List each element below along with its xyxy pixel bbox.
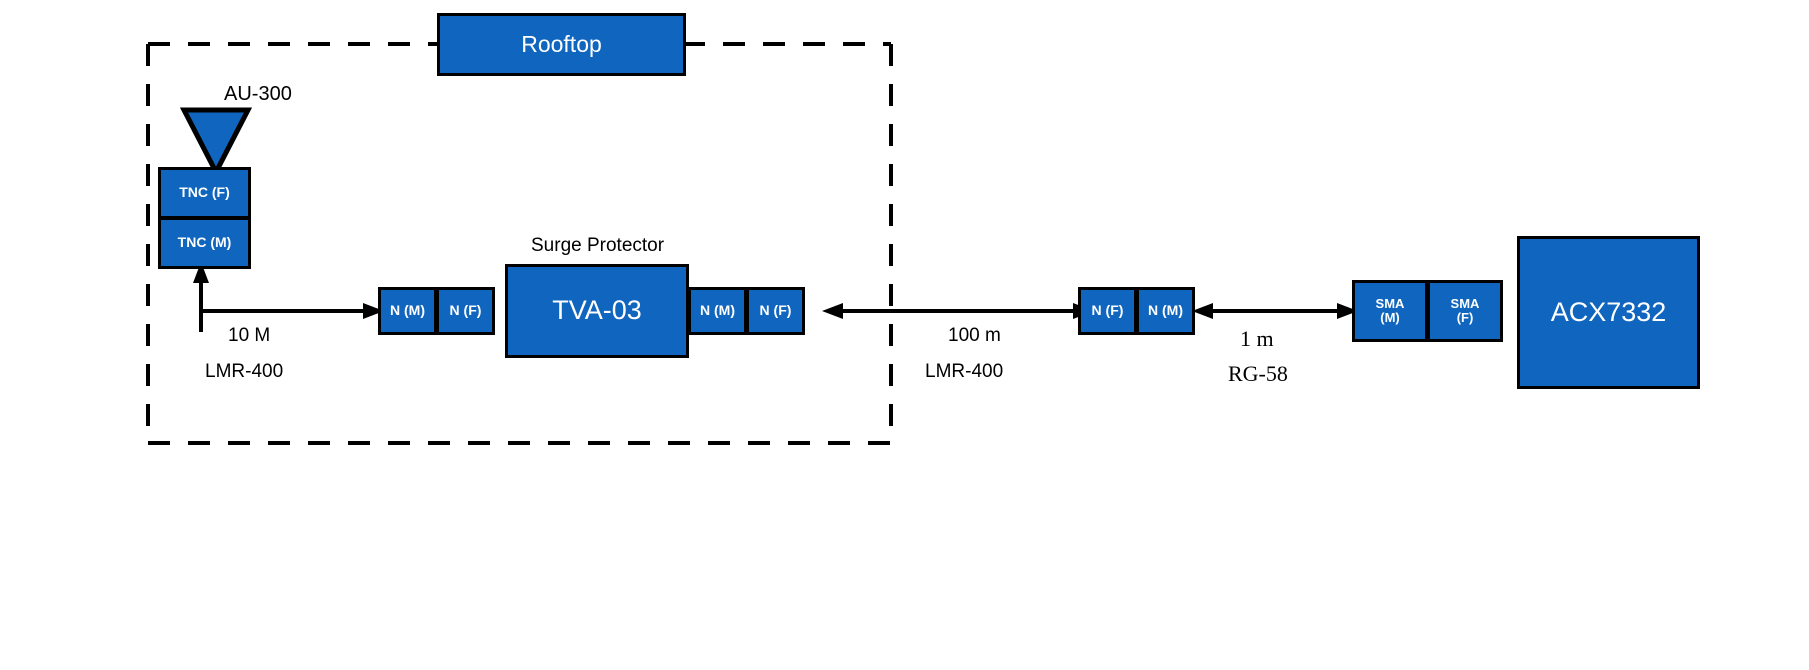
- cable-1m-type-label: RG-58: [1228, 361, 1288, 386]
- device-acx7332-label: ACX7332: [1550, 296, 1667, 327]
- connector-indoor-n-f-label: N (F): [1091, 302, 1124, 319]
- antenna-triangle-icon: [179, 107, 253, 178]
- connector-surge-right-n-m[interactable]: N (M): [688, 287, 747, 335]
- connector-sma-f[interactable]: SMA (F): [1427, 280, 1503, 342]
- connector-surge-left-n-f[interactable]: N (F): [436, 287, 495, 335]
- connector-surge-right-n-f-label: N (F): [759, 302, 792, 319]
- connector-sma-f-label-line2: (F): [1456, 310, 1474, 325]
- connector-sma-m[interactable]: SMA (M): [1352, 280, 1428, 342]
- connector-sma-m-label-line1: SMA: [1375, 295, 1405, 311]
- connector-surge-left-n-m-label: N (M): [390, 302, 425, 319]
- connector-indoor-n-f[interactable]: N (F): [1078, 287, 1137, 335]
- rooftop-box[interactable]: Rooftop: [437, 13, 686, 76]
- surge-protector-caption: Surge Protector: [531, 235, 665, 256]
- device-acx7332-box[interactable]: ACX7332: [1517, 236, 1700, 389]
- cable-1m-length-label: 1 m: [1240, 326, 1274, 351]
- cable-100m-type-label: LMR-400: [925, 361, 1004, 382]
- surge-protector-box[interactable]: TVA-03: [505, 264, 689, 358]
- cable-10m-path: [193, 262, 384, 332]
- cable-10m-length-label: 10 M: [228, 325, 271, 346]
- connector-surge-right-n-m-label: N (M): [700, 302, 735, 319]
- connector-sma-m-label-line2: (M): [1380, 310, 1400, 325]
- connector-surge-right-n-f[interactable]: N (F): [746, 287, 805, 335]
- connector-sma-f-label-line1: SMA: [1450, 295, 1480, 311]
- connector-surge-left-n-m[interactable]: N (M): [378, 287, 437, 335]
- cable-10m-type-label: LMR-400: [205, 361, 284, 382]
- surge-protector-model-label: TVA-03: [552, 295, 642, 326]
- rooftop-label: Rooftop: [521, 31, 602, 58]
- connector-indoor-n-m-label: N (M): [1148, 302, 1183, 319]
- connector-tnc-m-label: TNC (M): [177, 234, 232, 251]
- cable-100m-path: [822, 303, 1094, 319]
- cable-100m-length-label: 100 m: [948, 325, 1001, 346]
- connector-indoor-n-m[interactable]: N (M): [1136, 287, 1195, 335]
- cable-1m-path: [1192, 303, 1358, 319]
- connector-tnc-f-label: TNC (F): [179, 184, 230, 201]
- connector-surge-left-n-f-label: N (F): [449, 302, 482, 319]
- antenna-label: AU-300: [224, 83, 292, 105]
- connector-tnc-f[interactable]: TNC (F): [158, 167, 251, 219]
- connector-tnc-m[interactable]: TNC (M): [158, 217, 251, 269]
